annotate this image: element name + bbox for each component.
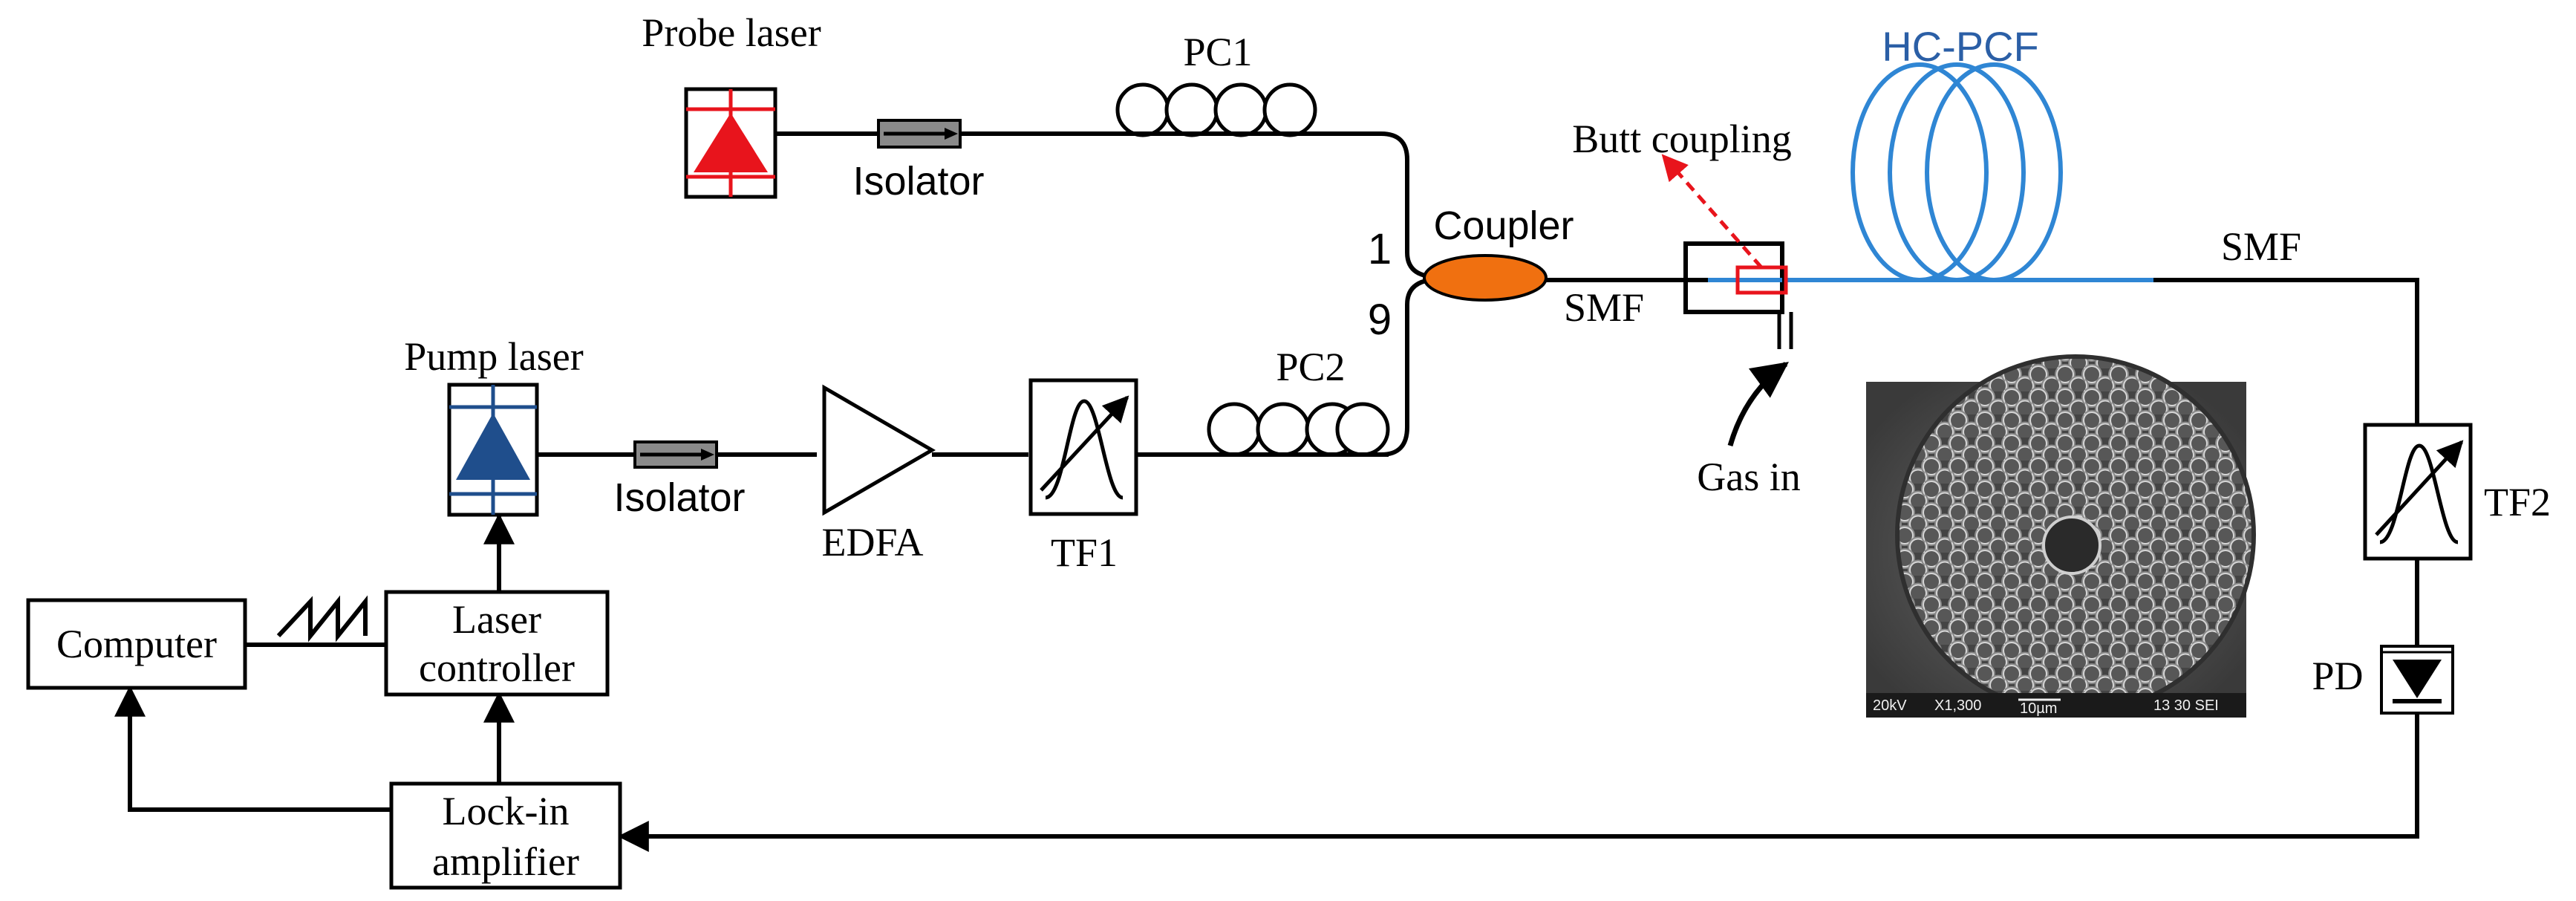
probe-laser-label: Probe laser xyxy=(642,10,821,55)
sem-scale: 10µm xyxy=(2020,700,2057,717)
probe-laser-icon xyxy=(684,87,777,199)
smf-right-label: SMF xyxy=(2221,224,2301,269)
lockin-amplifier-box: Lock-in amplifier xyxy=(389,781,622,890)
sem-image: 20kV X1,300 10µm 13 30 SEI xyxy=(1866,354,2256,718)
laser-controller-box: Laser controller xyxy=(384,590,610,697)
tf2-label: TF2 xyxy=(2484,480,2551,524)
smf-left-label: SMF xyxy=(1564,285,1644,330)
fiber-paths xyxy=(114,131,2419,852)
tf1-icon xyxy=(1028,378,1138,516)
coupler-label: Coupler xyxy=(1433,204,1574,248)
hc-pcf-fiber xyxy=(1764,62,2153,282)
tf2-icon xyxy=(2363,423,2473,561)
isolator-bottom-icon xyxy=(633,440,718,469)
pc1-icon xyxy=(1115,82,1317,137)
computer-box: Computer xyxy=(26,598,247,690)
gas-in-arrow xyxy=(1727,362,1789,446)
pc2-icon xyxy=(1207,402,1390,457)
hc-pcf-label: HC-PCF xyxy=(1882,23,2039,70)
laser-controller-label-2: controller xyxy=(419,645,575,690)
edfa-label: EDFA xyxy=(821,520,923,565)
gas-in-label: Gas in xyxy=(1697,455,1800,499)
isolator-top-icon xyxy=(877,119,962,149)
butt-coupling-icon xyxy=(1683,241,1793,349)
sawtooth-signal xyxy=(276,595,368,643)
butt-coupling-pointer xyxy=(1661,154,1763,269)
lockin-label-2: amplifier xyxy=(432,839,579,884)
pc2-label: PC2 xyxy=(1276,345,1345,389)
edfa-icon xyxy=(822,384,936,516)
coupler-port-1: 1 xyxy=(1368,225,1392,273)
tf1-label: TF1 xyxy=(1051,530,1118,575)
coupler-icon xyxy=(1423,254,1548,302)
lockin-label-1: Lock-in xyxy=(443,789,570,833)
laser-controller-label-1: Laser xyxy=(452,597,541,642)
sem-magnification: X1,300 xyxy=(1934,697,1981,714)
coupler-port-9: 9 xyxy=(1368,296,1392,344)
isolator-bottom-label: Isolator xyxy=(613,475,745,520)
pc1-label: PC1 xyxy=(1183,30,1252,74)
computer-label: Computer xyxy=(56,622,217,666)
isolator-top-label: Isolator xyxy=(852,159,984,204)
pump-laser-icon xyxy=(447,383,539,517)
pump-laser-label: Pump laser xyxy=(404,334,583,379)
photodetector-icon xyxy=(2380,645,2454,715)
pd-label: PD xyxy=(2312,654,2363,698)
butt-coupling-label: Butt coupling xyxy=(1572,117,1792,161)
sem-voltage: 20kV xyxy=(1873,697,1907,714)
sem-info: 13 30 SEI xyxy=(2153,697,2219,714)
